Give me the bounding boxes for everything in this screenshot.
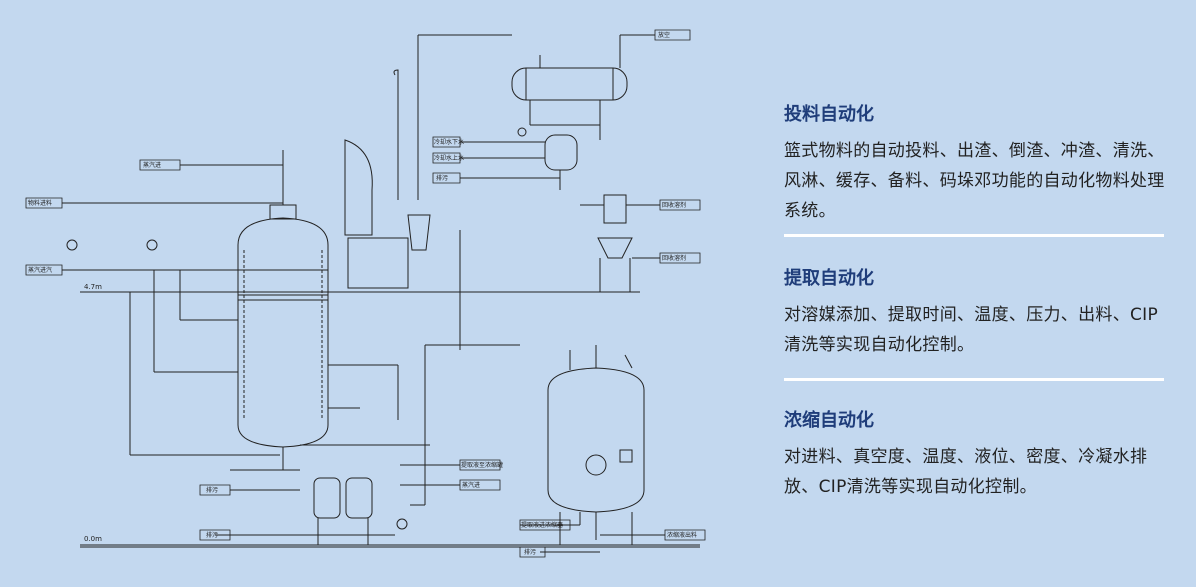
label-to-concentrator: 提取液进浓缩器 (521, 521, 563, 529)
extraction-tank (237, 150, 329, 448)
section-body: 对溶媒添加、提取时间、温度、压力、出料、CIP清洗等实现自动化控制。 (784, 305, 1159, 355)
section-divider (784, 378, 1164, 381)
section-feeding: 投料自动化 篮式物料的自动投料、出渣、倒渣、冲渣、清洗、风淋、缓存、备料、码垛邓… (784, 102, 1169, 226)
section-divider (784, 234, 1164, 237)
label-recovery-2: 回收溶剂 (662, 254, 686, 262)
concentrator-vessel (547, 345, 645, 545)
label-cooling-water-in: 冷却水上水 (434, 154, 464, 162)
label-recovery-1: 回收溶剂 (662, 201, 686, 209)
label-cooling-water-out: 冷却水下水 (434, 138, 464, 146)
label-steam-mid: 蒸汽进 (462, 481, 480, 489)
section-body: 篮式物料的自动投料、出渣、倒渣、冲渣、清洗、风淋、缓存、备料、码垛邓功能的自动化… (784, 141, 1165, 221)
process-flow-diagram: 放空 冷却水下水 冷却水上水 排污 蒸汽进 物料进料 蒸汽进汽 回收溶剂 回收溶… (25, 29, 706, 558)
label-drain-1: 排污 (436, 174, 448, 182)
section-title: 投料自动化 (784, 104, 874, 125)
label-concentrate-out: 浓缩液出料 (667, 531, 697, 539)
condenser (511, 34, 655, 101)
label-steam-left: 蒸汽进汽 (28, 266, 52, 274)
section-body: 对进料、真空度、温度、液位、密度、冷凝水排放、CIP清洗等实现自动化控制。 (784, 447, 1148, 497)
section-title: 浓缩自动化 (784, 410, 874, 431)
section-extraction: 提取自动化 对溶媒添加、提取时间、温度、压力、出料、CIP清洗等实现自动化控制。 (784, 266, 1169, 360)
label-steam-top: 蒸汽进 (143, 161, 161, 169)
label-extract-to: 提取液至浓缩罐 (461, 461, 503, 469)
label-drain-2: 排污 (206, 486, 218, 494)
section-title: 提取自动化 (784, 268, 874, 289)
label-material-in: 物料进料 (28, 199, 52, 207)
label-level-0-0: 0.0m (84, 535, 102, 543)
label-vent: 放空 (658, 31, 670, 39)
label-drain-4: 排污 (524, 548, 536, 556)
section-concentration: 浓缩自动化 对进料、真空度、温度、液位、密度、冷凝水排放、CIP清洗等实现自动化… (784, 408, 1169, 502)
label-drain-3: 排污 (206, 531, 218, 539)
label-level-4-7: 4.7m (84, 283, 102, 291)
